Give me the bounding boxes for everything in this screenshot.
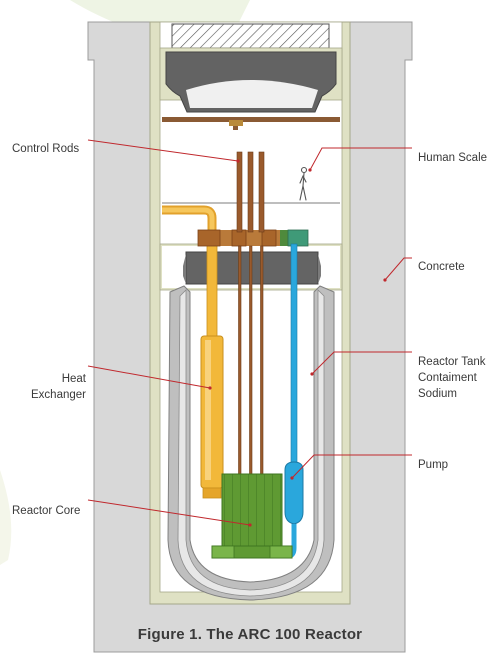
heat-exchanger-base [202,487,222,499]
leader-human-scale [309,147,412,171]
pump-shaft [290,243,298,463]
crane-hook-stem [233,126,238,130]
background-swoosh-left [0,470,12,565]
leader-control-rods [87,139,239,162]
leader-reactor-tank [311,351,412,375]
label-pump: Pump [418,459,449,471]
figure-caption: Figure 1. The ARC 100 Reactor [137,626,363,643]
heat-exchanger-body [200,335,224,489]
heat-exchanger-column [206,235,218,337]
label-human-scale: Human Scale [418,152,488,164]
crane-beam [162,117,340,122]
leader-pump [291,454,412,479]
leader-lines [87,139,412,526]
leader-heat-exchanger [87,365,211,389]
leader-reactor-core [87,499,251,526]
hatched-plug [171,23,330,49]
reactor-core-block [221,473,283,549]
label-reactor-core: Reactor Core [12,505,81,517]
label-reactor-tank: Reactor Tank Contaiment Sodium [418,356,486,400]
dome-highlight [186,80,318,108]
crane-hook [229,120,243,126]
reactor-tank [177,289,325,597]
leader-concrete [384,257,412,281]
pump-body [284,461,304,525]
label-control-rods: Control Rods [12,143,80,155]
label-heat-exchanger: Heat Exchanger [31,373,86,401]
human-figure-icon [299,166,308,201]
label-concrete: Concrete [418,261,465,273]
